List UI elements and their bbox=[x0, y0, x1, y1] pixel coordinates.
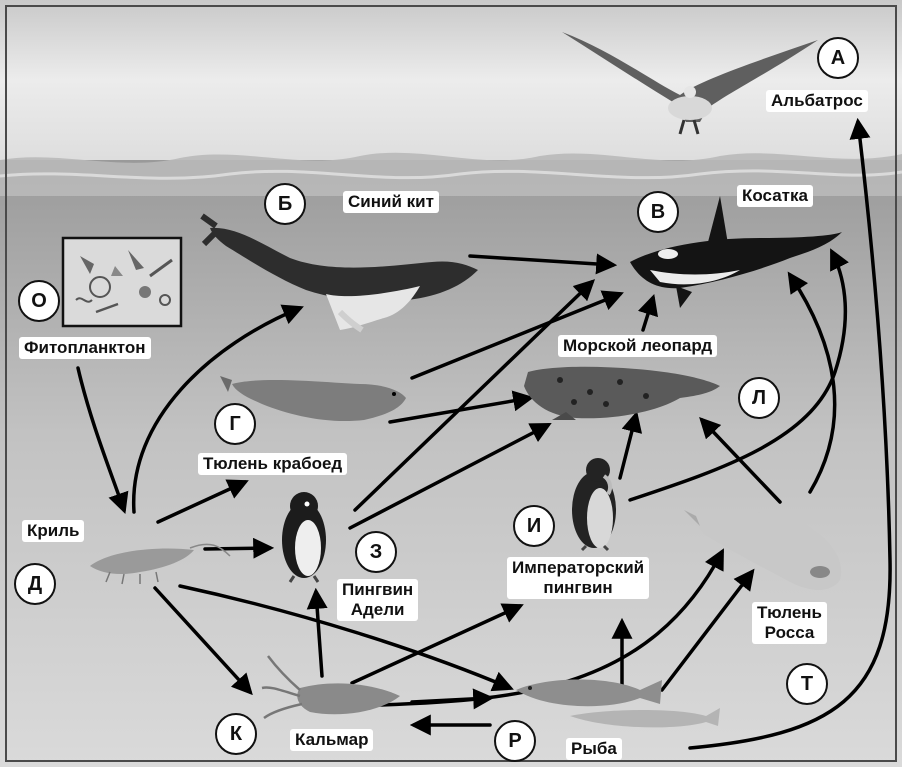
arrow-krill-to-squid bbox=[153, 586, 253, 696]
arrow-squid-to-adelie-penguin bbox=[306, 587, 328, 678]
crabeater-seal-letter-marker: Г bbox=[214, 403, 256, 445]
arrow-blue-whale-to-orca bbox=[468, 253, 618, 275]
crabeater-seal-image bbox=[220, 376, 406, 422]
phytoplankton-label: Фитопланктон bbox=[19, 337, 151, 359]
blue-whale-label: Синий кит bbox=[343, 191, 439, 213]
orca-image bbox=[630, 196, 842, 308]
arrow-emperor-penguin-to-orca bbox=[628, 248, 849, 502]
leopard-seal-label: Морской леопард bbox=[558, 335, 718, 357]
phytoplankton-letter-marker: О bbox=[18, 280, 60, 322]
sky bbox=[0, 0, 902, 160]
arrow-krill-to-adelie-penguin bbox=[203, 537, 275, 559]
squid-letter-marker: К bbox=[215, 713, 257, 755]
leopard-seal-image bbox=[524, 366, 720, 420]
krill-image bbox=[90, 543, 231, 585]
ross-seal-label: Тюлень Росса bbox=[752, 602, 828, 644]
krill-label: Криль bbox=[22, 520, 85, 542]
blue-whale-letter-marker: Б bbox=[264, 183, 306, 225]
emperor-penguin-label-line1: Императорский bbox=[512, 558, 645, 577]
arrow-krill-to-crabeater-seal bbox=[156, 479, 249, 524]
arrow-leopard-seal-to-orca bbox=[637, 293, 659, 332]
arrow-fish-to-ross-seal bbox=[660, 568, 755, 692]
sea-surface-highlight bbox=[0, 169, 902, 180]
ross-seal-image bbox=[684, 510, 842, 590]
arrow-phytoplankton-to-krill bbox=[76, 366, 129, 514]
fish-letter-marker: Р bbox=[494, 720, 536, 762]
ross-seal-letter-marker: Т bbox=[786, 663, 828, 705]
albatross-image bbox=[562, 32, 818, 135]
arrow-adelie-penguin-to-orca bbox=[353, 279, 596, 512]
emperor-penguin-letter-marker: И bbox=[513, 505, 555, 547]
albatross-label: Альбатрос bbox=[766, 90, 868, 112]
orca-letter-marker: В bbox=[637, 191, 679, 233]
arrow-squid-to-emperor-penguin bbox=[350, 603, 524, 685]
emperor-penguin-label: Императорский пингвин bbox=[507, 557, 650, 599]
arrow-fish-to-albatross bbox=[688, 117, 892, 750]
adelie-penguin-image bbox=[282, 492, 326, 583]
emperor-penguin-label-line2: пингвин bbox=[543, 578, 613, 597]
arrow-crabeater-seal-to-orca bbox=[410, 290, 624, 380]
ross-seal-label-line2: Росса bbox=[764, 623, 815, 642]
adelie-penguin-label-line2: Адели bbox=[350, 600, 405, 619]
squid-image bbox=[261, 655, 400, 720]
arrow-emperor-penguin-to-leopard-seal bbox=[618, 410, 643, 480]
squid-label: Кальмар bbox=[290, 729, 374, 751]
albatross-letter-marker: А bbox=[817, 37, 859, 79]
arrow-adelie-penguin-to-leopard-seal bbox=[348, 423, 552, 530]
adelie-penguin-letter-marker: З bbox=[355, 531, 397, 573]
krill-letter-marker: Д bbox=[14, 563, 56, 605]
picture-frame bbox=[5, 5, 897, 762]
arrows bbox=[76, 117, 892, 750]
fish-label: Рыба bbox=[566, 738, 622, 760]
arrow-ross-seal-to-leopard-seal bbox=[699, 416, 782, 504]
arrow-squid-to-fish bbox=[410, 688, 495, 710]
ross-seal-label-line1: Тюлень bbox=[757, 603, 823, 622]
crabeater-seal-label: Тюлень крабоед bbox=[198, 453, 348, 475]
arrow-krill-to-fish bbox=[178, 584, 514, 692]
arrow-ross-seal-to-orca bbox=[787, 271, 837, 494]
fish-image bbox=[516, 679, 720, 728]
adelie-penguin-label: Пингвин Адели bbox=[337, 579, 419, 621]
phytoplankton-image bbox=[61, 236, 183, 328]
leopard-seal-letter-marker: Л bbox=[738, 377, 780, 419]
arrow-krill-to-blue-whale bbox=[132, 304, 304, 514]
emperor-penguin-image bbox=[572, 458, 616, 552]
orca-label: Косатка bbox=[737, 185, 813, 207]
blue-whale-image bbox=[200, 213, 478, 333]
adelie-penguin-label-line1: Пингвин bbox=[342, 580, 414, 599]
